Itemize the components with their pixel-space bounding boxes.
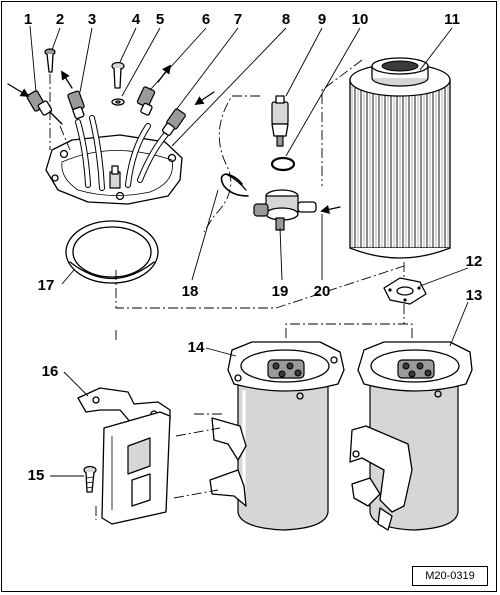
o-ring-part-10	[270, 156, 296, 172]
housing-part-13	[349, 341, 473, 531]
bolt-part-4	[111, 61, 125, 89]
callout-5: 5	[155, 11, 165, 28]
bracket-part-16	[77, 387, 171, 525]
callout-1: 1	[23, 11, 33, 28]
callout-12: 12	[465, 253, 483, 270]
connector-part-1	[26, 90, 63, 125]
callout-18: 18	[181, 283, 199, 300]
connector-part-3	[67, 90, 85, 120]
callout-9: 9	[317, 11, 327, 28]
callout-3: 3	[87, 11, 97, 28]
callout-6: 6	[201, 11, 211, 28]
callout-14: 14	[187, 339, 205, 356]
figure-code: M20-0319	[412, 566, 488, 586]
bolt-part-15	[83, 465, 97, 493]
callout-10: 10	[351, 11, 369, 28]
leader-lines	[29, 25, 469, 477]
callout-2: 2	[55, 11, 65, 28]
callout-7: 7	[233, 11, 243, 28]
retaining-clip-part-18	[220, 173, 249, 197]
housing-part-14	[209, 341, 345, 531]
callout-20: 20	[313, 283, 331, 300]
filter-element-part-11	[349, 57, 451, 259]
sealing-ring-part-17	[65, 220, 159, 284]
callout-8: 8	[281, 11, 291, 28]
gasket-part-12	[383, 277, 427, 305]
valve-part-19	[253, 189, 317, 231]
bolt-part-2	[44, 48, 56, 73]
washer-part-5	[111, 98, 125, 106]
connector-part-7	[161, 108, 186, 136]
callout-13: 13	[465, 287, 483, 304]
callout-19: 19	[271, 283, 289, 300]
connector-part-6	[136, 86, 156, 116]
callout-11: 11	[444, 11, 460, 28]
sensor-part-9	[271, 95, 289, 147]
assembly-lines	[49, 59, 413, 520]
callout-15: 15	[27, 467, 45, 484]
callout-16: 16	[41, 363, 59, 380]
callout-4: 4	[131, 11, 141, 28]
callout-17: 17	[37, 277, 55, 294]
flange-part-8	[45, 115, 183, 205]
